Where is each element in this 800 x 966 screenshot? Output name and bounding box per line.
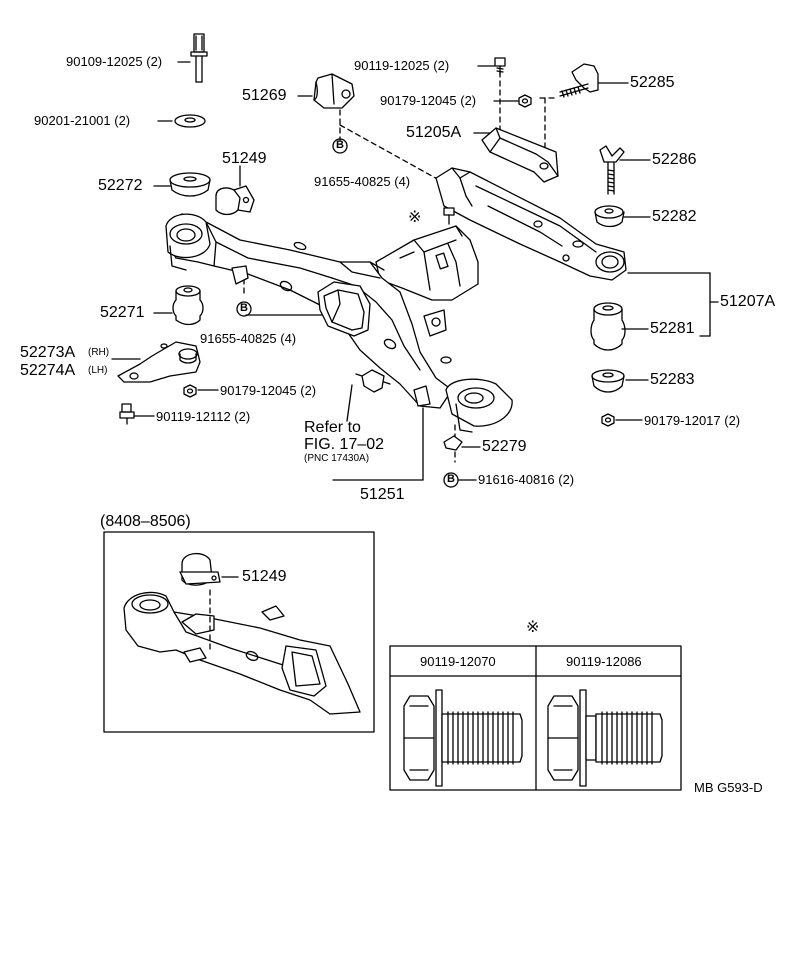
stopper-51249 — [216, 186, 254, 215]
asterisk-marker: ※ — [408, 209, 422, 226]
refer-line2: FIG. 17–02 — [304, 436, 385, 453]
refer-line1: Refer to — [304, 419, 361, 436]
nut-90179-top — [519, 95, 531, 107]
inset-title: (8408–8506) — [100, 513, 191, 530]
bolt-90119-12086 — [548, 690, 662, 786]
bracket-51251 — [356, 370, 390, 392]
bracket-52285 — [560, 64, 598, 97]
b-marker-mid: B — [240, 302, 248, 314]
label-52273A-rh: (RH) — [88, 347, 110, 358]
wingbolt-52286 — [600, 146, 624, 194]
label-51251: 51251 — [360, 486, 405, 503]
b-marker-bottom: B — [447, 473, 455, 485]
label-90179-12017: 90179-12017 (2) — [644, 413, 741, 428]
label-52271: 52271 — [100, 304, 145, 321]
label-51205A: 51205A — [406, 124, 462, 141]
label-52283: 52283 — [650, 371, 695, 388]
washer-90201 — [175, 115, 205, 127]
bolt-asterisk — [444, 208, 454, 224]
mount-51269 — [314, 74, 354, 108]
crossmember-51207A — [166, 168, 626, 432]
cushion-52272 — [170, 173, 210, 196]
label-52272: 52272 — [98, 177, 143, 194]
bolt-90119-12070 — [404, 690, 522, 786]
bushing-52271 — [173, 286, 203, 325]
inset-art — [124, 554, 360, 714]
strut-51205A — [482, 128, 558, 182]
b-circle-markers — [237, 139, 458, 487]
b-marker-top: B — [336, 139, 344, 151]
label-52274A: 52274A — [20, 362, 76, 379]
refer-line3: (PNC 17430A) — [304, 453, 370, 464]
label-90179-12045-top: 90179-12045 (2) — [380, 93, 477, 108]
label-90179-12045-left: 90179-12045 (2) — [220, 383, 317, 398]
label-90201-21001: 90201-21001 (2) — [34, 113, 131, 128]
bolt-90119-12025 — [495, 58, 505, 74]
cushion-52283 — [592, 370, 624, 392]
label-51207A: 51207A — [720, 293, 776, 310]
label-91655-40825-bottom: 91655-40825 (4) — [200, 331, 297, 346]
rubber-52282 — [595, 206, 624, 227]
bolt-90109 — [191, 34, 207, 82]
diagram-code: MB G593-D — [694, 780, 763, 795]
label-91616-40816: 91616-40816 (2) — [478, 472, 575, 487]
label-90109-12025: 90109-12025 (2) — [66, 54, 163, 69]
bracket-52273A — [118, 342, 200, 382]
nut-90179-left — [184, 385, 196, 397]
label-52286: 52286 — [652, 151, 697, 168]
table-asterisk: ※ — [526, 619, 540, 636]
label-52282: 52282 — [652, 208, 697, 225]
label-90119-12112: 90119-12112 (2) — [156, 409, 251, 424]
label-51269: 51269 — [242, 87, 287, 104]
label-91655-40825-top: 91655-40825 (4) — [314, 174, 411, 189]
label-52285: 52285 — [630, 74, 675, 91]
label-52274A-lh: (LH) — [88, 365, 108, 376]
bolt-90119-12112 — [120, 404, 134, 424]
label-51249: 51249 — [222, 150, 267, 167]
clip-52279 — [444, 436, 462, 450]
label-52281: 52281 — [650, 320, 695, 337]
label-52279: 52279 — [482, 438, 527, 455]
label-52273A: 52273A — [20, 344, 76, 361]
leader-lines — [112, 62, 718, 480]
label-90119-12025: 90119-12025 (2) — [354, 58, 450, 73]
table-header-2: 90119-12086 — [566, 654, 642, 669]
nut-90179-12017 — [602, 414, 614, 426]
inset-label-51249: 51249 — [242, 568, 287, 585]
bushing-52281 — [591, 303, 625, 350]
table-header-1: 90119-12070 — [420, 654, 496, 669]
